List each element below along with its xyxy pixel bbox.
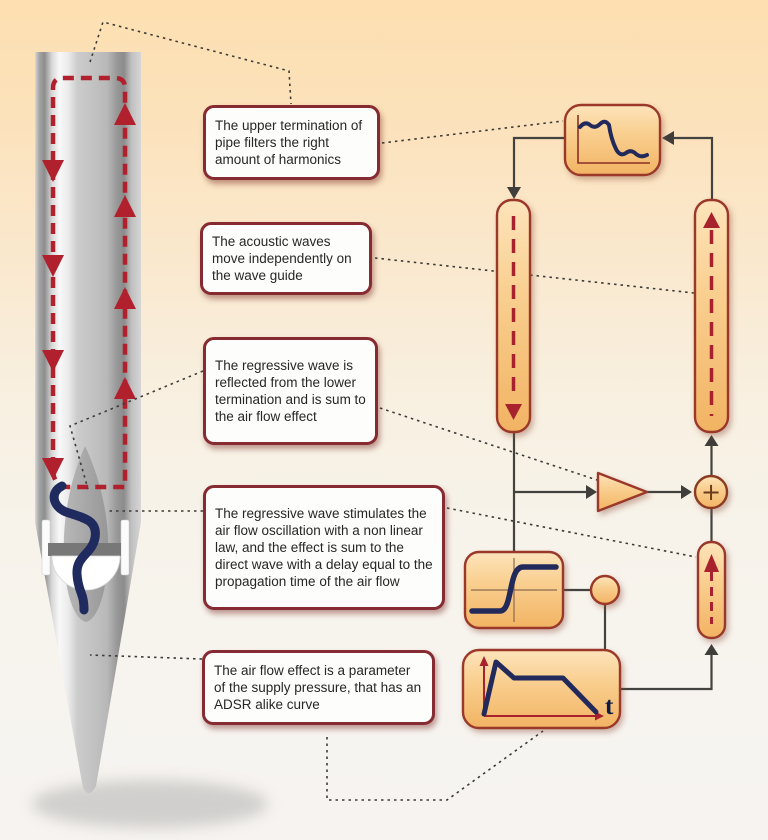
down-arrow-icon — [42, 350, 64, 372]
line-adsr-to-airflow-delay — [620, 655, 713, 691]
arrowhead-right-icon — [586, 485, 597, 499]
acoustic-wave-loop — [50, 75, 128, 490]
callout-text: The acoustic waves move independently on… — [212, 234, 352, 283]
connector-pipe-top-to-callout1 — [89, 21, 292, 105]
lowpass-response-curve — [578, 119, 649, 159]
wave-path — [50, 75, 128, 490]
plus-icon: + — [701, 478, 721, 506]
connector-callout2-to-delays — [374, 257, 695, 294]
callout-text: The air flow effect is a parameter of th… — [214, 663, 422, 712]
connector-callout3-to-gain — [379, 407, 598, 481]
gain-triangle — [596, 471, 649, 513]
waveguide-blocks: + t — [461, 103, 730, 730]
signal-connectors — [512, 136, 714, 691]
adsr-curve — [481, 659, 599, 717]
airflow-delay-block — [696, 540, 727, 640]
up-arrow-icon — [704, 554, 719, 572]
callout-text: The regressive wave is reflected from th… — [215, 358, 366, 424]
nonlinearity-axes — [471, 558, 557, 622]
connector-callout4-to-airflow-delay — [446, 507, 697, 558]
up-arrow-icon — [479, 656, 489, 666]
connector-callout5-to-pipe-foot — [89, 654, 203, 660]
connector-callout5-to-adsr — [326, 730, 544, 801]
arrowhead-right-icon — [681, 485, 692, 499]
arrowhead-down-icon — [507, 187, 521, 199]
callout-upper-termination: The upper termination of pipe filters th… — [203, 105, 380, 180]
down-arrow-icon — [42, 255, 64, 277]
up-arrow-icon — [114, 377, 136, 399]
pipe-mouth-opening — [51, 555, 121, 591]
callout-regressive-stimulation: The regressive wave stimulates the air f… — [203, 485, 445, 610]
callout-acoustic-waves: The acoustic waves move independently on… — [200, 222, 372, 295]
wave-direction-arrows — [42, 103, 136, 480]
up-arrow-icon — [114, 195, 136, 217]
nonlinearity-block — [463, 550, 565, 630]
lowpass-axes — [577, 115, 650, 164]
lowpass-filter-block — [563, 103, 662, 177]
connector-callout1-to-lowpass — [381, 120, 564, 144]
pipe-shadow — [32, 780, 268, 828]
multiply-node — [589, 574, 621, 606]
organ-pipe-illustration — [32, 52, 268, 828]
adsr-envelope-block: t — [461, 648, 622, 730]
callout-regressive-reflection: The regressive wave is reflected from th… — [203, 337, 378, 445]
callout-text: The upper termination of pipe filters th… — [215, 118, 363, 167]
callout-text: The regressive wave stimulates the air f… — [215, 506, 433, 589]
right-delay-line-block — [693, 198, 730, 434]
pipe-foot — [35, 522, 141, 794]
up-arrow-icon — [114, 287, 136, 309]
line-right-delay-to-lowpass — [674, 136, 714, 200]
time-axis-label: t — [605, 693, 614, 720]
down-arrow-icon — [505, 404, 522, 420]
arrowhead-up-icon — [704, 435, 719, 446]
line-lowpass-to-left-delay — [512, 136, 565, 190]
down-arrow-icon — [42, 160, 64, 182]
sum-node: + — [693, 474, 729, 510]
sigmoid-curve — [469, 564, 559, 614]
pipe-mouth-right-ear — [120, 519, 130, 576]
signal-arrowheads — [507, 131, 719, 655]
air-jet-squiggle — [49, 481, 100, 615]
dotted-connectors — [69, 21, 697, 801]
up-arrow-icon — [114, 103, 136, 125]
arrowhead-left-icon — [662, 131, 674, 145]
callout-adsr-envelope: The air flow effect is a parameter of th… — [202, 650, 435, 725]
arrowhead-up-icon — [704, 644, 719, 655]
left-delay-line-block — [495, 198, 532, 434]
up-arrow-icon — [703, 212, 720, 228]
down-arrow-icon — [42, 458, 64, 480]
connector-callout3-to-pipe-bottom — [69, 370, 204, 490]
